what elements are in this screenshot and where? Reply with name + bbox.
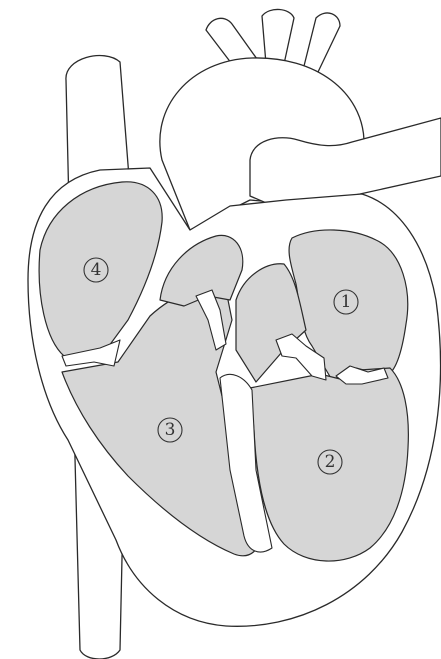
label-text: 4 xyxy=(91,260,102,280)
aortic-branch-right xyxy=(304,13,340,72)
label-text: 3 xyxy=(165,420,176,440)
label-text: 1 xyxy=(341,292,352,312)
aortic-branch-middle xyxy=(262,9,294,64)
label-text: 2 xyxy=(325,452,336,472)
